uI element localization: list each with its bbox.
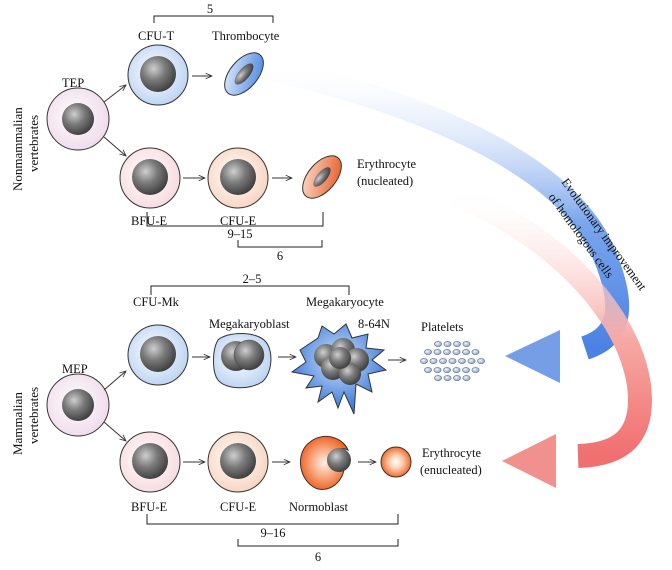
platelets-label: Platelets — [421, 320, 463, 334]
platelet — [477, 358, 485, 364]
platelet — [448, 358, 457, 364]
erythrocyte-nucleated-cell — [302, 155, 342, 199]
bracket-top-ery-long-days: 9–15 — [228, 227, 253, 241]
cfu-e-bottom-cell — [207, 431, 269, 493]
platelet — [429, 358, 438, 364]
platelet — [424, 349, 432, 355]
bracket-top-ery-short — [237, 240, 323, 248]
mep-label: MEP — [62, 362, 88, 376]
platelets-cluster — [420, 341, 485, 381]
bfu-e-bottom-label: BFU-E — [131, 500, 167, 514]
bracket-top-ery-short-days: 6 — [277, 249, 283, 263]
cfu-mk-cell — [127, 324, 189, 386]
thrombocyte-label: Thrombocyte — [212, 29, 280, 43]
megakaryocyte-cell — [290, 323, 388, 415]
megakaryoblast-label: Megakaryoblast — [209, 317, 290, 331]
arrow-mep-to-bfu-e — [103, 421, 126, 441]
bracket-bottom-ery-long — [146, 514, 399, 525]
bracket-thrombo — [153, 15, 274, 23]
arrow-tep-to-cfu-t — [103, 85, 126, 103]
megakaryocyte-label: Megakaryocyte — [306, 295, 384, 309]
bracket-top-ery-long — [146, 212, 324, 227]
platelet — [462, 349, 470, 355]
platelet — [443, 341, 452, 347]
platelet — [443, 349, 451, 355]
platelet — [424, 367, 432, 373]
cfu-e-top-label: CFU-E — [220, 214, 256, 228]
megakaryoblast-cell — [213, 333, 272, 389]
platelet — [462, 341, 471, 347]
platelet — [434, 341, 442, 347]
platelet — [439, 358, 447, 364]
platelet — [462, 375, 471, 381]
erythrocyte-enucleated-label-line1: Erythrocyte — [422, 446, 481, 460]
platelet — [452, 349, 461, 355]
normoblast-cell — [300, 435, 351, 490]
cfu-mk-label: CFU-Mk — [133, 295, 180, 309]
evolution-arrow-red — [450, 182, 653, 488]
erythrocyte-enucleated-cell — [380, 446, 412, 478]
arrow-mep-to-cfu-mk — [103, 371, 126, 391]
bracket-bottom-ery-short — [237, 539, 399, 547]
platelet — [434, 375, 442, 381]
mammalian-label-line1: Mammalian — [10, 392, 25, 455]
thrombocyte-cell — [224, 52, 264, 96]
platelet — [443, 367, 451, 373]
platelet — [452, 367, 461, 373]
bracket-bottom-ery-short-days: 6 — [315, 550, 321, 564]
erythrocyte-enucleated-label-line2: (enucleated) — [420, 463, 482, 477]
platelet — [443, 375, 452, 381]
bracket-bottom-ery-long-days: 9–16 — [261, 526, 286, 540]
tep-cell — [46, 87, 110, 151]
platelet — [420, 358, 428, 364]
platelet — [453, 375, 461, 381]
bracket-mk-days: 2–5 — [243, 272, 262, 286]
cfu-t-cell — [127, 44, 189, 106]
bfu-e-top-label: BFU-E — [131, 214, 167, 228]
platelet — [467, 358, 476, 364]
bfu-e-top-cell — [119, 147, 181, 209]
erythrocyte-nucleated-label-line1: Erythrocyte — [357, 157, 416, 171]
bracket-thrombo-days: 5 — [207, 2, 213, 16]
bfu-e-bottom-cell — [119, 431, 181, 493]
mep-cell — [46, 373, 110, 437]
cfu-t-label: CFU-T — [138, 29, 174, 43]
tep-label: TEP — [62, 76, 84, 90]
cfu-e-top-cell — [207, 147, 269, 209]
normoblast-label: Normoblast — [289, 500, 349, 514]
platelet — [471, 349, 480, 355]
nonmammalian-label-line1: Nonmammalian — [10, 107, 25, 191]
ploidy-label: 8-64N — [358, 317, 390, 331]
bracket-mk — [150, 285, 350, 295]
erythrocyte-nucleated-label-line2: (nucleated) — [357, 174, 413, 188]
arrow-tep-to-bfu-e — [103, 136, 126, 156]
nonmammalian-label-line2: vertebrates — [26, 115, 41, 172]
platelet — [471, 367, 480, 373]
platelet — [462, 367, 470, 373]
cfu-e-bottom-label: CFU-E — [220, 500, 256, 514]
mammalian-label-line2: vertebrates — [26, 387, 41, 444]
platelet — [433, 349, 442, 355]
platelet — [453, 341, 461, 347]
platelet — [433, 367, 442, 373]
platelet — [458, 358, 466, 364]
